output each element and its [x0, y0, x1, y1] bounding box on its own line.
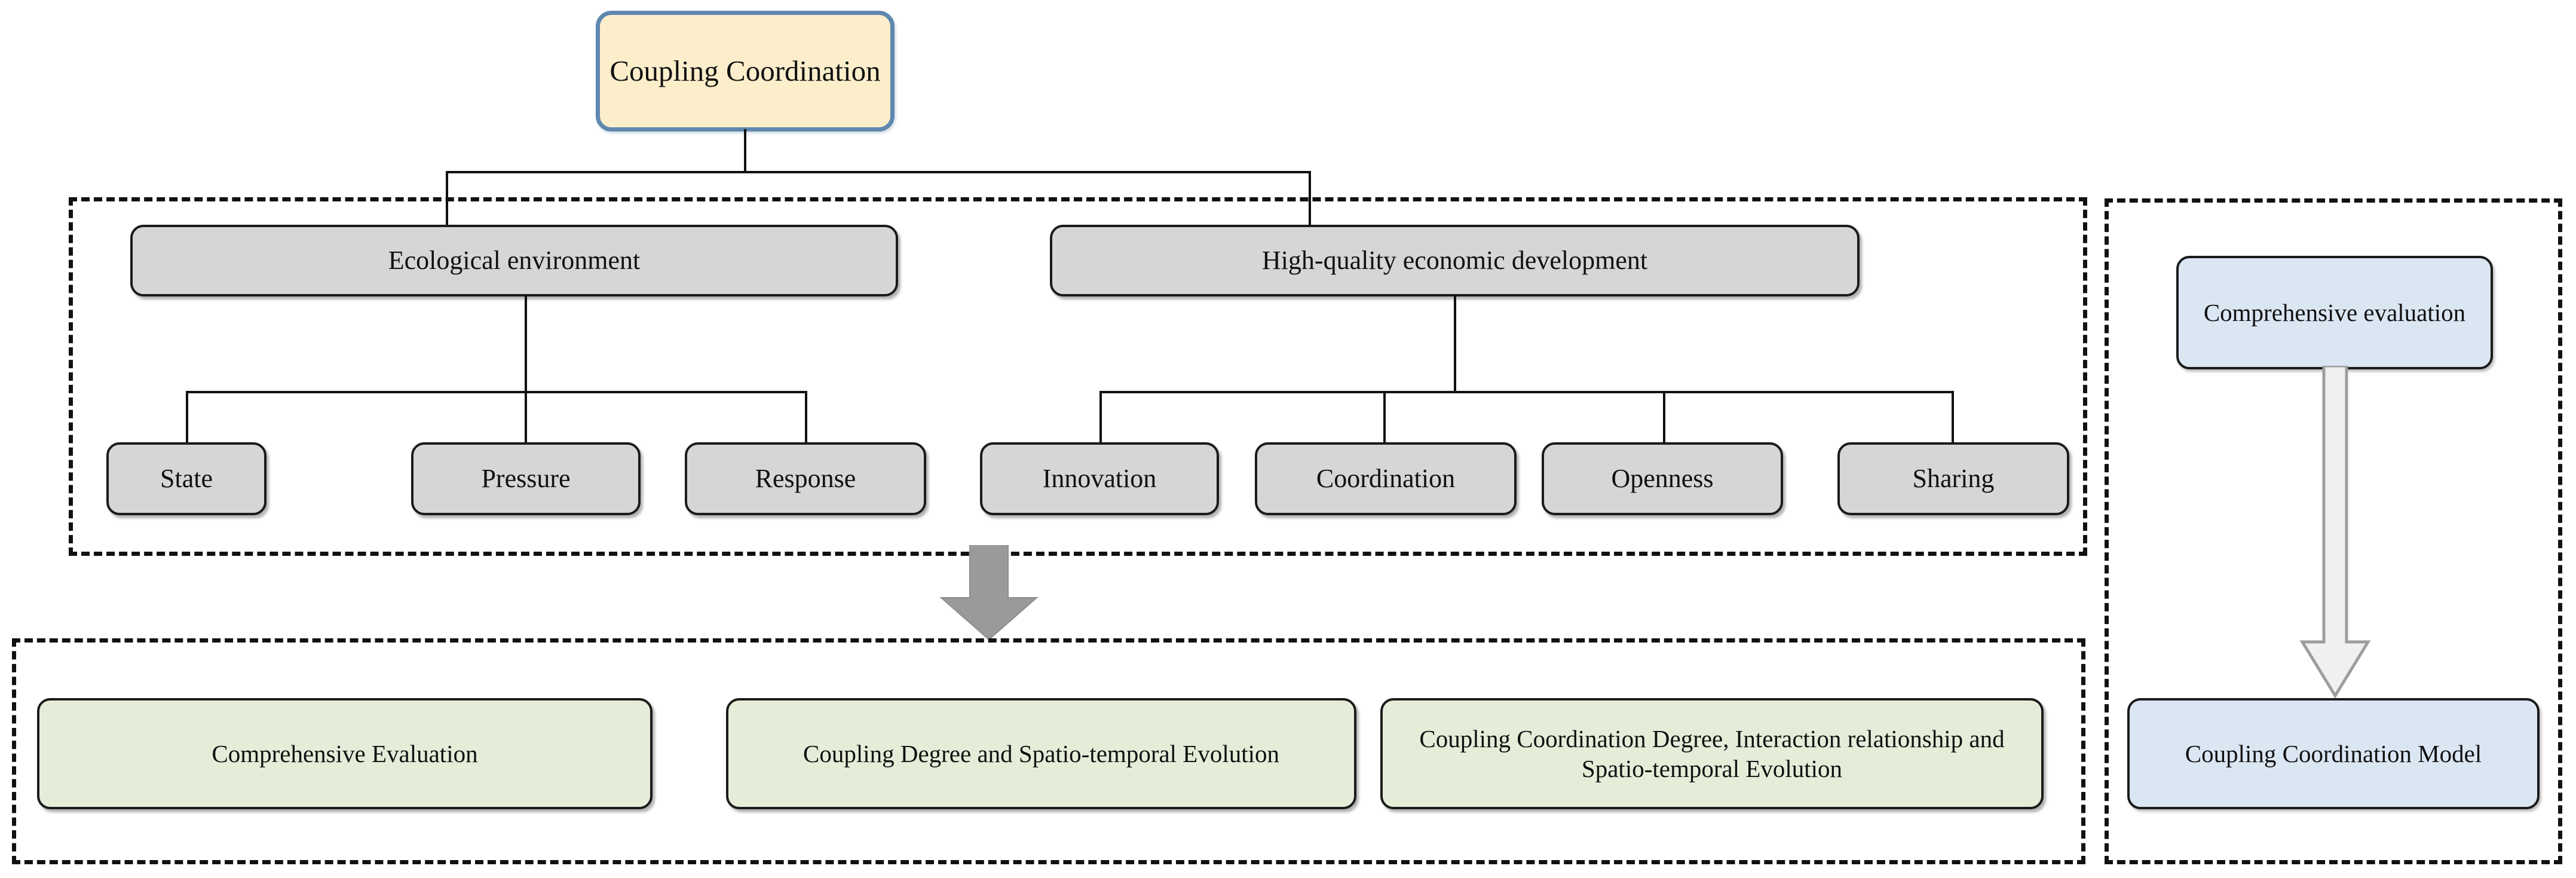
node-coupling-coordination-degree-step[interactable]: Coupling Coordination Degree, Interactio… — [1380, 698, 2044, 809]
node-label: Ecological environment — [388, 246, 641, 276]
node-comprehensive-evaluation-method[interactable]: Comprehensive evaluation — [2176, 256, 2493, 369]
node-label: Coupling Coordination — [609, 54, 881, 88]
node-label: State — [160, 464, 213, 494]
node-comprehensive-evaluation-step[interactable]: Comprehensive Evaluation — [37, 698, 653, 809]
node-label: Sharing — [1912, 464, 1995, 494]
indicator-system-panel — [69, 197, 2087, 556]
node-pressure[interactable]: Pressure — [411, 442, 641, 515]
connector-economic-to-sharing — [1952, 391, 1954, 443]
big-down-arrow-icon — [939, 545, 1039, 641]
connector-root-bar — [446, 171, 1311, 173]
node-sharing[interactable]: Sharing — [1837, 442, 2069, 515]
node-label: Coupling Degree and Spatio-temporal Evol… — [802, 739, 1280, 767]
connector-economic-to-innovation — [1099, 391, 1102, 443]
connector-root-stem — [744, 129, 746, 172]
node-coupling-coordination[interactable]: Coupling Coordination — [596, 11, 895, 131]
node-label: Coordination — [1316, 464, 1456, 494]
node-label: Comprehensive evaluation — [2203, 298, 2466, 326]
node-label: Coupling Coordination Degree, Interactio… — [1419, 724, 2005, 782]
connector-economic-to-openness — [1663, 391, 1665, 443]
method-panel — [2105, 198, 2562, 864]
analysis-panel — [12, 638, 2085, 864]
connector-economic-stem — [1454, 295, 1456, 392]
connector-ecological-to-state — [186, 391, 188, 443]
node-coordination[interactable]: Coordination — [1255, 442, 1517, 515]
node-response[interactable]: Response — [685, 442, 926, 515]
node-label: Coupling Coordination Model — [2185, 739, 2482, 767]
connector-ecological-stem — [525, 295, 527, 392]
connector-economic-bar — [1099, 391, 1954, 393]
node-state[interactable]: State — [106, 442, 267, 515]
node-innovation[interactable]: Innovation — [980, 442, 1219, 515]
node-label: Response — [755, 464, 856, 494]
node-label: Innovation — [1042, 464, 1157, 494]
node-high-quality-economic-development[interactable]: High-quality economic development — [1050, 225, 1860, 296]
method-down-arrow-icon — [2299, 366, 2371, 699]
node-label: High-quality economic development — [1261, 246, 1648, 276]
node-label: Comprehensive Evaluation — [212, 739, 478, 767]
connector-ecological-to-pressure — [525, 391, 527, 443]
node-label: Pressure — [481, 464, 571, 494]
node-ecological-environment[interactable]: Ecological environment — [130, 225, 898, 296]
node-openness[interactable]: Openness — [1542, 442, 1783, 515]
connector-ecological-bar — [186, 391, 807, 393]
node-label: Openness — [1611, 464, 1714, 494]
node-coupling-degree-step[interactable]: Coupling Degree and Spatio-temporal Evol… — [726, 698, 1356, 809]
node-coupling-coordination-model[interactable]: Coupling Coordination Model — [2127, 698, 2540, 809]
connector-ecological-to-response — [805, 391, 807, 443]
connector-economic-to-coordination — [1383, 391, 1386, 443]
